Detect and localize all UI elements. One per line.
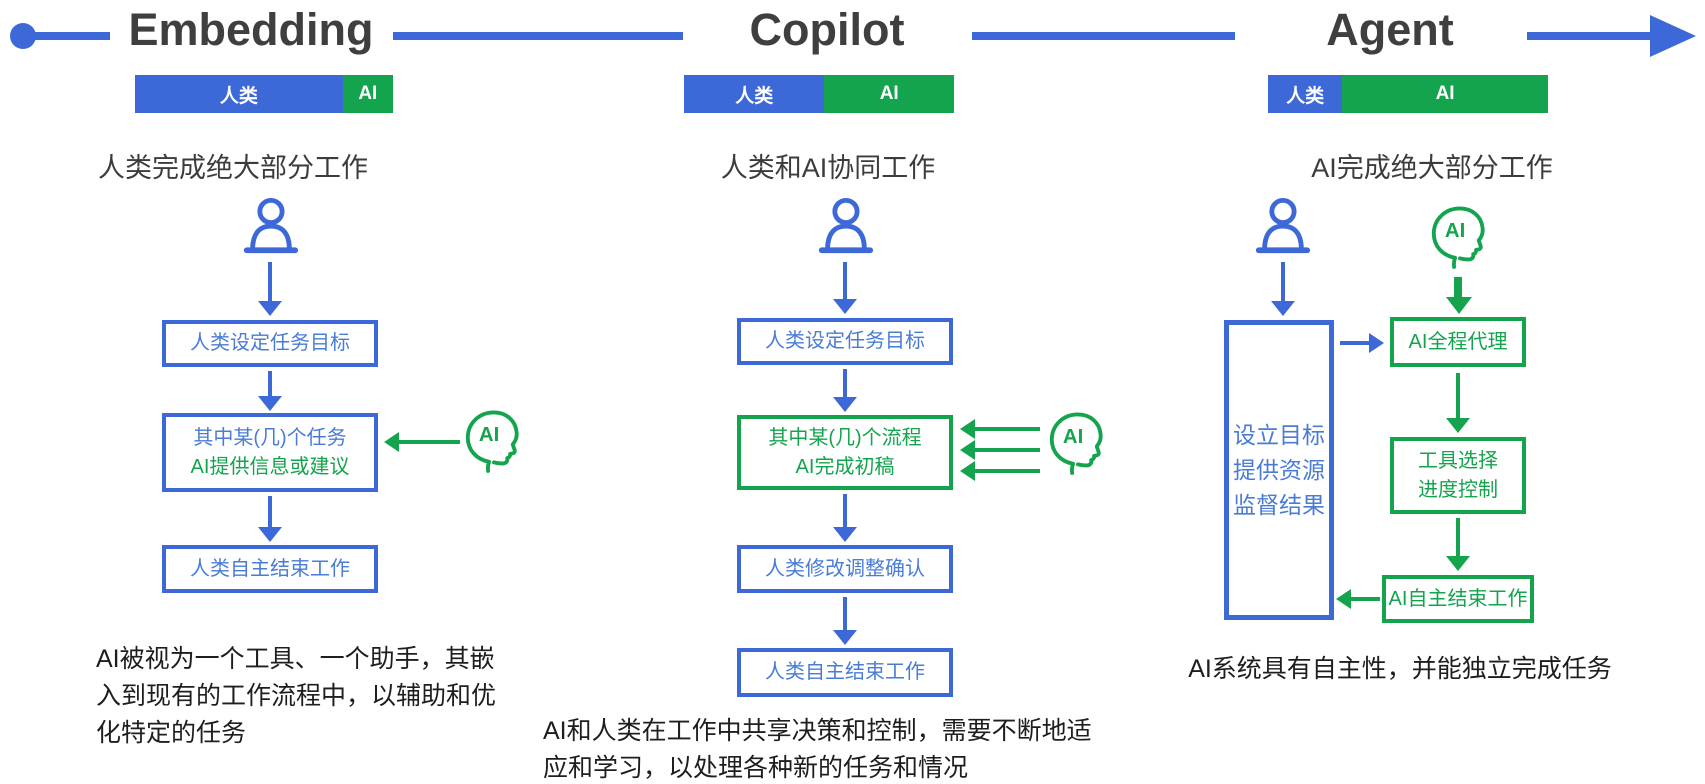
subtitle-copilot: 人类和AI协同工作 — [720, 153, 936, 183]
ai-icon-label: AI — [1063, 426, 1083, 448]
timeline-segment — [1527, 32, 1652, 40]
flow-box-line: AI提供信息或建议 — [190, 455, 350, 478]
human-share-segment: 人类 — [684, 75, 825, 113]
ratio-bar-copilot: 人类 AI — [684, 75, 954, 113]
timeline-segment — [972, 32, 1235, 40]
flow-box-line: AI完成初稿 — [795, 455, 895, 478]
caption-copilot: AI和人类在工作中共享决策和控制，需要不断地适 应和学习，以处理各种新的任务和情… — [543, 717, 1092, 782]
ai-head-icon: AI — [1428, 204, 1486, 275]
person-icon — [1251, 196, 1313, 263]
flow-box-line: AI自主结束工作 — [1388, 587, 1528, 610]
person-icon — [814, 196, 876, 263]
human-share-segment: 人类 — [135, 75, 343, 113]
ratio-bar-agent: 人类 AI — [1268, 75, 1548, 113]
arrow-left-icon — [384, 432, 460, 452]
flow-box-line: AI全程代理 — [1408, 330, 1508, 353]
flow-box-line: 工具选择 进度控制 — [1418, 449, 1498, 501]
arrow-down-icon — [1446, 373, 1470, 433]
flow-box-line: 其中某(几)个任务 — [193, 426, 347, 449]
flow-box-ai-draft: 其中某(几)个流程 AI完成初稿 — [737, 415, 953, 490]
flow-box-line: 其中某(几)个流程 — [768, 426, 922, 449]
timeline-segment — [393, 32, 683, 40]
ai-head-icon: AI — [462, 408, 520, 479]
arrow-left-icon — [1336, 589, 1380, 609]
arrow-down-icon — [1271, 262, 1295, 316]
ai-icon-label: AI — [1445, 220, 1465, 242]
arrow-down-icon — [833, 597, 857, 645]
arrow-down-icon — [1446, 277, 1472, 314]
flow-box-ai-finish: AI自主结束工作 — [1382, 575, 1534, 623]
subtitle-agent: AI完成绝大部分工作 — [1311, 153, 1553, 183]
ai-icon-label: AI — [479, 424, 499, 446]
flow-box-human-finish: 人类自主结束工作 — [737, 648, 953, 697]
arrow-left-icon — [960, 461, 1040, 481]
arrow-down-icon — [258, 262, 282, 316]
ratio-bar-embedding: 人类 AI — [135, 75, 393, 113]
human-share-segment: 人类 — [1268, 75, 1343, 113]
flow-box-human-oversight: 设立目标 提供资源 监督结果 — [1224, 320, 1334, 620]
arrow-down-icon — [258, 371, 282, 411]
timeline-arrow-icon — [1650, 15, 1696, 57]
arrow-left-icon — [960, 440, 1040, 460]
arrow-right-icon — [1340, 333, 1384, 353]
timeline-segment — [30, 32, 110, 40]
stage-title-embedding: Embedding — [128, 4, 374, 55]
person-icon — [239, 196, 301, 263]
caption-agent: AI系统具有自主性，并能独立完成任务 — [1188, 655, 1612, 683]
arrow-down-icon — [833, 262, 857, 314]
ai-head-icon: AI — [1046, 410, 1104, 481]
arrow-down-icon — [258, 496, 282, 542]
stage-title-agent: Agent — [1326, 4, 1454, 55]
arrow-down-icon — [833, 369, 857, 412]
flow-box-ai-agent: AI全程代理 — [1390, 317, 1526, 367]
flow-box-set-goal: 人类设定任务目标 — [737, 318, 953, 365]
flow-box-set-goal: 人类设定任务目标 — [162, 320, 378, 367]
arrow-left-icon — [960, 419, 1040, 439]
flow-box-human-review: 人类修改调整确认 — [737, 545, 953, 593]
caption-embedding: AI被视为一个工具、一个助手，其嵌 入到现有的工作流程中，以辅助和优 化特定的任… — [96, 645, 497, 747]
ai-share-segment: AI — [824, 75, 954, 113]
arrow-down-icon — [1446, 518, 1470, 571]
ai-share-segment: AI — [342, 75, 393, 113]
flow-box-ai-assist: 其中某(几)个任务 AI提供信息或建议 — [162, 413, 378, 492]
arrow-down-icon — [833, 494, 857, 542]
ai-share-segment: AI — [1342, 75, 1548, 113]
subtitle-embedding: 人类完成绝大部分工作 — [98, 153, 368, 183]
stage-title-copilot: Copilot — [749, 4, 905, 55]
flow-box-tools-progress: 工具选择 进度控制 — [1390, 437, 1526, 514]
flow-box-human-finish: 人类自主结束工作 — [162, 545, 378, 593]
